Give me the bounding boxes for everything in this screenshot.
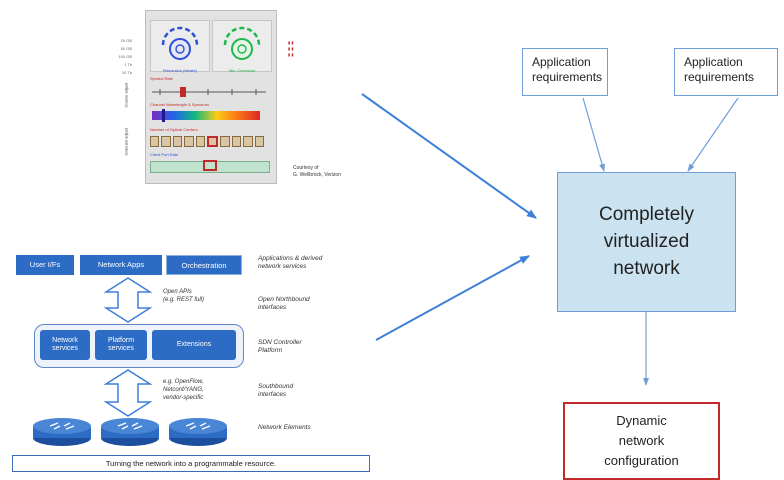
- northbound-double-arrow: [103, 277, 153, 323]
- app-tab-network-apps: Network Apps: [80, 255, 162, 275]
- virtualized-network-box: Completely virtualized network: [557, 172, 736, 312]
- row-label: 1 Tb: [124, 62, 132, 67]
- overhead-dial-box: Min. Overhead: [212, 20, 272, 73]
- southbound-note: e.g. OpenFlow, Netconf/YANG, vendor-spec…: [163, 379, 204, 401]
- row-label: 20 GB: [120, 38, 132, 43]
- spectrum-marker: [162, 109, 165, 122]
- resolution-dial-label: Resolution (bitrate): [163, 68, 197, 73]
- dynamic-configuration-box: Dynamic network configuration: [563, 402, 720, 480]
- row-label: 50 GB: [120, 46, 132, 51]
- row-label: 10 Tb: [121, 70, 132, 75]
- resolution-dial-box: Resolution (bitrate): [150, 20, 210, 73]
- req-line: Application: [684, 55, 743, 69]
- spectrum-bar: [152, 111, 260, 120]
- dyn-line: Dynamic: [616, 413, 667, 428]
- carriers-strip: [150, 136, 265, 147]
- granular-adjust-label: Granular adjust: [123, 128, 129, 156]
- network-element-router-icon: [169, 418, 227, 446]
- symbol-rate-label: Symbol Rate: [150, 76, 173, 81]
- credit-text: Courtesy of G. Wellbrock, Verizon: [293, 165, 341, 179]
- network-element-router-icon: [33, 418, 91, 446]
- credit-line: Courtesy of: [293, 165, 319, 171]
- req-line: requirements: [684, 70, 755, 84]
- application-requirements-box-right: Application requirements: [674, 48, 778, 96]
- core-line: Completely: [598, 204, 695, 225]
- arrow-panel-to-core: [361, 93, 537, 219]
- spectrum-label: Channel Wavelength & Spectrum: [150, 102, 209, 107]
- controller-box-platform-services: Platform services: [95, 330, 147, 360]
- app-tab-orchestration: Orchestration: [166, 255, 242, 275]
- app-tab-user-ifs: User I/Fs: [16, 255, 74, 275]
- symbol-rate-slider: [152, 87, 266, 97]
- layer-label-network-elements: Network Elements: [258, 424, 311, 431]
- overhead-dial-label: Min. Overhead: [228, 68, 256, 73]
- application-requirements-box-left: Application requirements: [522, 48, 608, 96]
- client-rate-marker: [203, 160, 217, 171]
- northbound-note: Open APIs (e.g. REST full): [163, 289, 205, 303]
- resolution-dial-icon: [161, 26, 199, 60]
- coarse-adjust-label: Coarse adjust: [123, 82, 129, 108]
- arrow-req-right-to-core: [687, 97, 739, 172]
- carriers-label: Number of Optical Carriers: [150, 127, 198, 132]
- client-rate-label: Client Port Rate: [150, 152, 179, 157]
- dyn-line: configuration: [604, 453, 679, 468]
- programmable-resource-banner: Turning the network into a programmable …: [12, 455, 370, 472]
- arrow-sdn-to-core: [375, 255, 530, 341]
- network-element-router-icon: [101, 418, 159, 446]
- core-line: network: [613, 258, 680, 279]
- controller-box-network-services: Network services: [40, 330, 90, 360]
- req-line: Application: [532, 55, 591, 69]
- panel-row-labels: 20 GB 50 GB 100 GB 1 Tb 10 Tb: [118, 38, 132, 75]
- controller-box-extensions: Extensions: [152, 330, 236, 360]
- core-line: virtualized: [603, 231, 690, 252]
- credit-line: G. Wellbrock, Verizon: [293, 172, 341, 178]
- row-label: 100 GB: [118, 54, 132, 59]
- overhead-dial-icon: [223, 26, 261, 60]
- req-line: requirements: [532, 70, 603, 84]
- dyn-line: network: [618, 433, 665, 448]
- panel-red-labels: ▮ ▮▮ ▮▮ ▮: [288, 40, 294, 57]
- arrow-req-left-to-core: [582, 97, 605, 172]
- southbound-double-arrow: [103, 369, 153, 417]
